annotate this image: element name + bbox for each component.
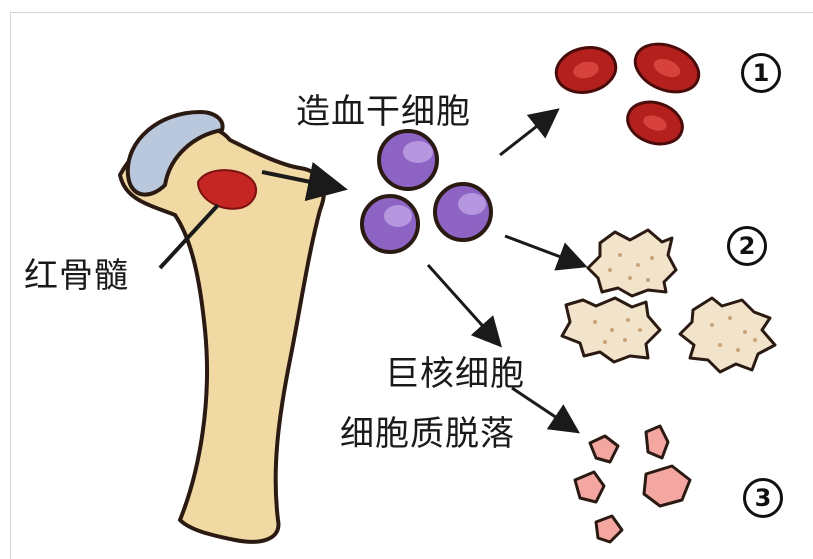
stem-cell xyxy=(435,184,491,240)
arrow-to-megakaryocyte xyxy=(428,265,498,343)
white-blood-cell xyxy=(680,298,775,372)
platelet xyxy=(646,426,668,458)
platelets xyxy=(575,426,690,542)
arrow-to-red-cells xyxy=(500,112,555,155)
stem-cell xyxy=(362,196,418,252)
red-blood-cell xyxy=(622,95,688,150)
white-blood-cell xyxy=(588,230,676,296)
marker-1: 1 xyxy=(741,53,781,93)
stem-cells xyxy=(362,131,491,252)
stem-cell-label: 造血干细胞 xyxy=(296,84,471,133)
stem-cell xyxy=(379,131,437,189)
marker-2: 2 xyxy=(727,226,767,266)
platelet xyxy=(596,516,622,542)
marker-3: 3 xyxy=(743,478,783,518)
red-blood-cell xyxy=(552,42,620,98)
platelet xyxy=(590,436,618,462)
arrow-to-white-cells xyxy=(505,236,582,265)
red-marrow-label: 红骨髓 xyxy=(24,248,129,297)
platelet xyxy=(575,472,604,502)
platelet xyxy=(644,466,690,506)
megakaryocyte-label: 巨核细胞 xyxy=(385,346,525,395)
red-blood-cells xyxy=(552,35,706,150)
red-blood-cell xyxy=(628,35,706,101)
cytoplasm-shedding-label: 细胞质脱落 xyxy=(340,406,515,455)
